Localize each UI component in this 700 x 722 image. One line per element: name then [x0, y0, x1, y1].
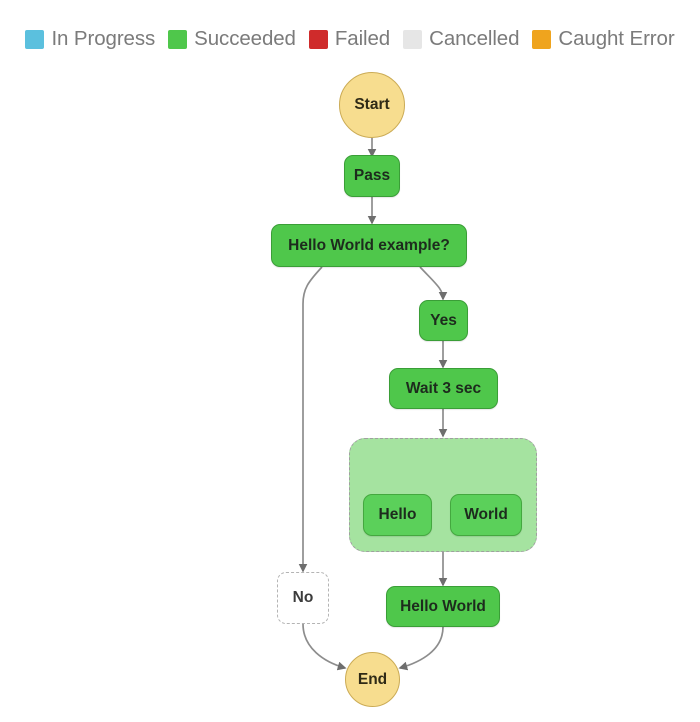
- edge-choice-no: [298, 266, 323, 573]
- status-swatch-succeeded: [168, 29, 188, 49]
- legend-item-in-progress: In Progress: [25, 27, 155, 51]
- execution-graph: Start Pass Hello World example? Yes Wait…: [0, 56, 700, 722]
- node-choice-hello-world-example[interactable]: Hello World example?: [271, 224, 467, 267]
- node-end-label: End: [357, 670, 388, 688]
- node-start[interactable]: Start: [339, 72, 405, 138]
- node-pass[interactable]: Pass: [344, 155, 400, 197]
- node-wait-3-sec[interactable]: Wait 3 sec: [389, 368, 498, 409]
- status-swatch-cancelled: [403, 29, 423, 49]
- legend-label-in-progress: In Progress: [51, 27, 156, 50]
- legend-item-failed: Failed: [308, 27, 391, 51]
- legend-label-caught-error: Caught Error: [558, 27, 675, 50]
- node-no[interactable]: No: [277, 572, 329, 624]
- status-swatch-in-progress: [25, 29, 45, 49]
- edge-choice-yes: [419, 266, 448, 301]
- node-world-label: World: [464, 506, 508, 524]
- node-wait-label: Wait 3 sec: [405, 379, 482, 397]
- node-end[interactable]: End: [345, 652, 400, 707]
- legend-item-caught-error: Caught Error: [532, 27, 675, 51]
- node-hello-world-label: Hello World: [400, 597, 486, 615]
- node-start-label: Start: [354, 96, 390, 114]
- node-yes[interactable]: Yes: [419, 300, 468, 341]
- edge-helloworld-end: [398, 626, 444, 671]
- legend-label-failed: Failed: [334, 27, 391, 50]
- node-hello-world[interactable]: Hello World: [386, 586, 500, 627]
- status-swatch-caught-error: [532, 29, 552, 49]
- node-pass-label: Pass: [353, 167, 391, 185]
- legend-item-succeeded: Succeeded: [168, 27, 296, 51]
- node-no-label: No: [292, 589, 314, 607]
- status-swatch-failed: [308, 29, 328, 49]
- legend-label-cancelled: Cancelled: [429, 27, 520, 50]
- legend-item-cancelled: Cancelled: [403, 27, 519, 51]
- legend-label-succeeded: Succeeded: [194, 27, 296, 50]
- node-yes-label: Yes: [430, 311, 457, 329]
- edge-no-end: [302, 623, 347, 671]
- node-choice-label: Hello World example?: [288, 236, 450, 254]
- node-world[interactable]: World: [450, 494, 522, 536]
- node-hello[interactable]: Hello: [363, 494, 432, 536]
- status-legend: In Progress Succeeded Failed Cancelled C…: [0, 22, 700, 56]
- node-hello-label: Hello: [378, 506, 417, 524]
